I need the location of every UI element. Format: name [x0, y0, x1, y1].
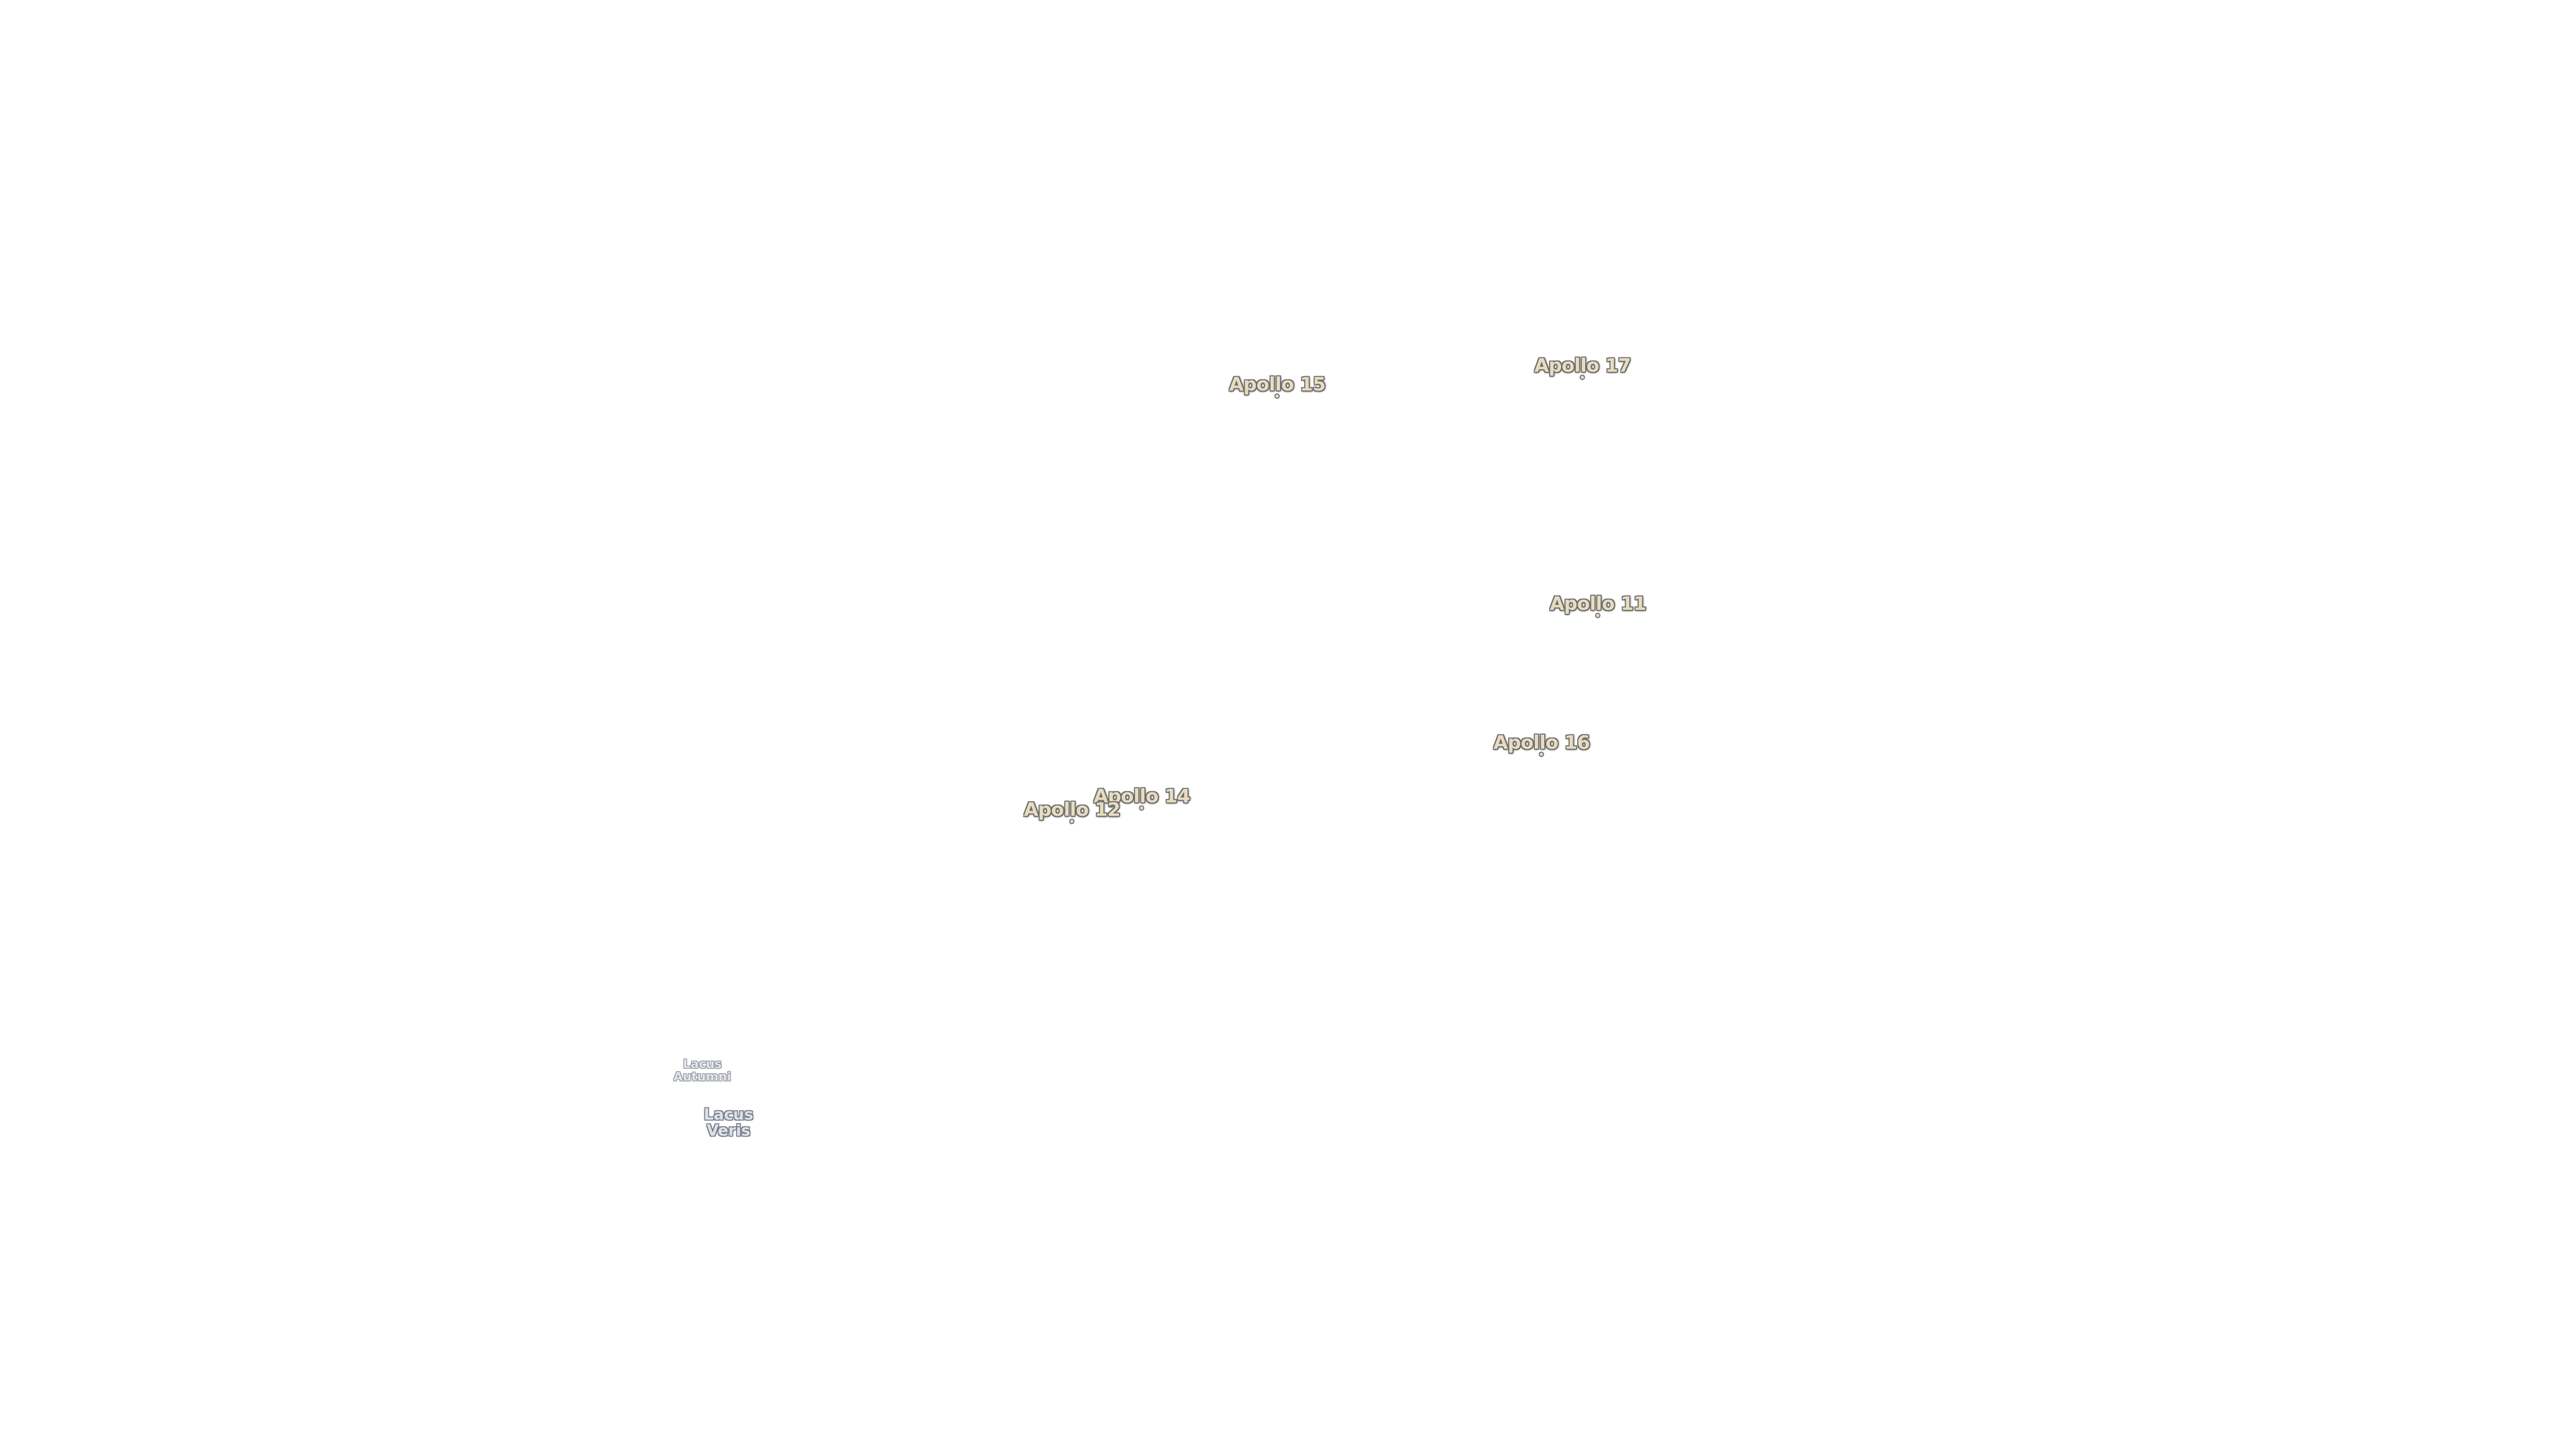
feature-label-lacus-veris: Lacus Veris	[704, 1107, 753, 1139]
landing-site-apollo-15[interactable]: Apollo 15	[1229, 373, 1326, 398]
landing-site-apollo-17[interactable]: Apollo 17	[1534, 354, 1631, 379]
feature-label-lacus-autumni: Lacus Autumni	[674, 1057, 731, 1084]
landing-site-marker-icon	[1140, 806, 1144, 810]
landing-site-marker-icon	[1540, 753, 1544, 756]
landing-site-label: Apollo 15	[1229, 373, 1326, 395]
landing-site-label: Apollo 12	[1024, 798, 1120, 820]
feature-label-line: Lacus	[704, 1106, 753, 1124]
landing-site-apollo-16[interactable]: Apollo 16	[1493, 731, 1590, 756]
landing-site-label: Apollo 11	[1550, 592, 1646, 614]
landing-site-marker-icon	[1070, 820, 1074, 823]
landing-site-apollo-11[interactable]: Apollo 11	[1550, 592, 1646, 617]
landing-site-label: Apollo 14	[1093, 785, 1190, 807]
landing-site-apollo-12[interactable]: Apollo 12	[1024, 798, 1120, 823]
landing-site-marker-icon	[1596, 614, 1600, 617]
landing-site-marker-icon	[1275, 394, 1279, 398]
feature-label-line: Veris	[706, 1122, 751, 1140]
landing-site-apollo-14[interactable]: Apollo 14	[1093, 785, 1190, 810]
feature-label-line: Autumni	[674, 1070, 731, 1084]
landing-site-label: Apollo 16	[1493, 731, 1590, 753]
landing-site-label: Apollo 17	[1534, 354, 1631, 376]
landing-site-marker-icon	[1580, 376, 1585, 379]
feature-label-line: Lacus	[683, 1057, 722, 1072]
